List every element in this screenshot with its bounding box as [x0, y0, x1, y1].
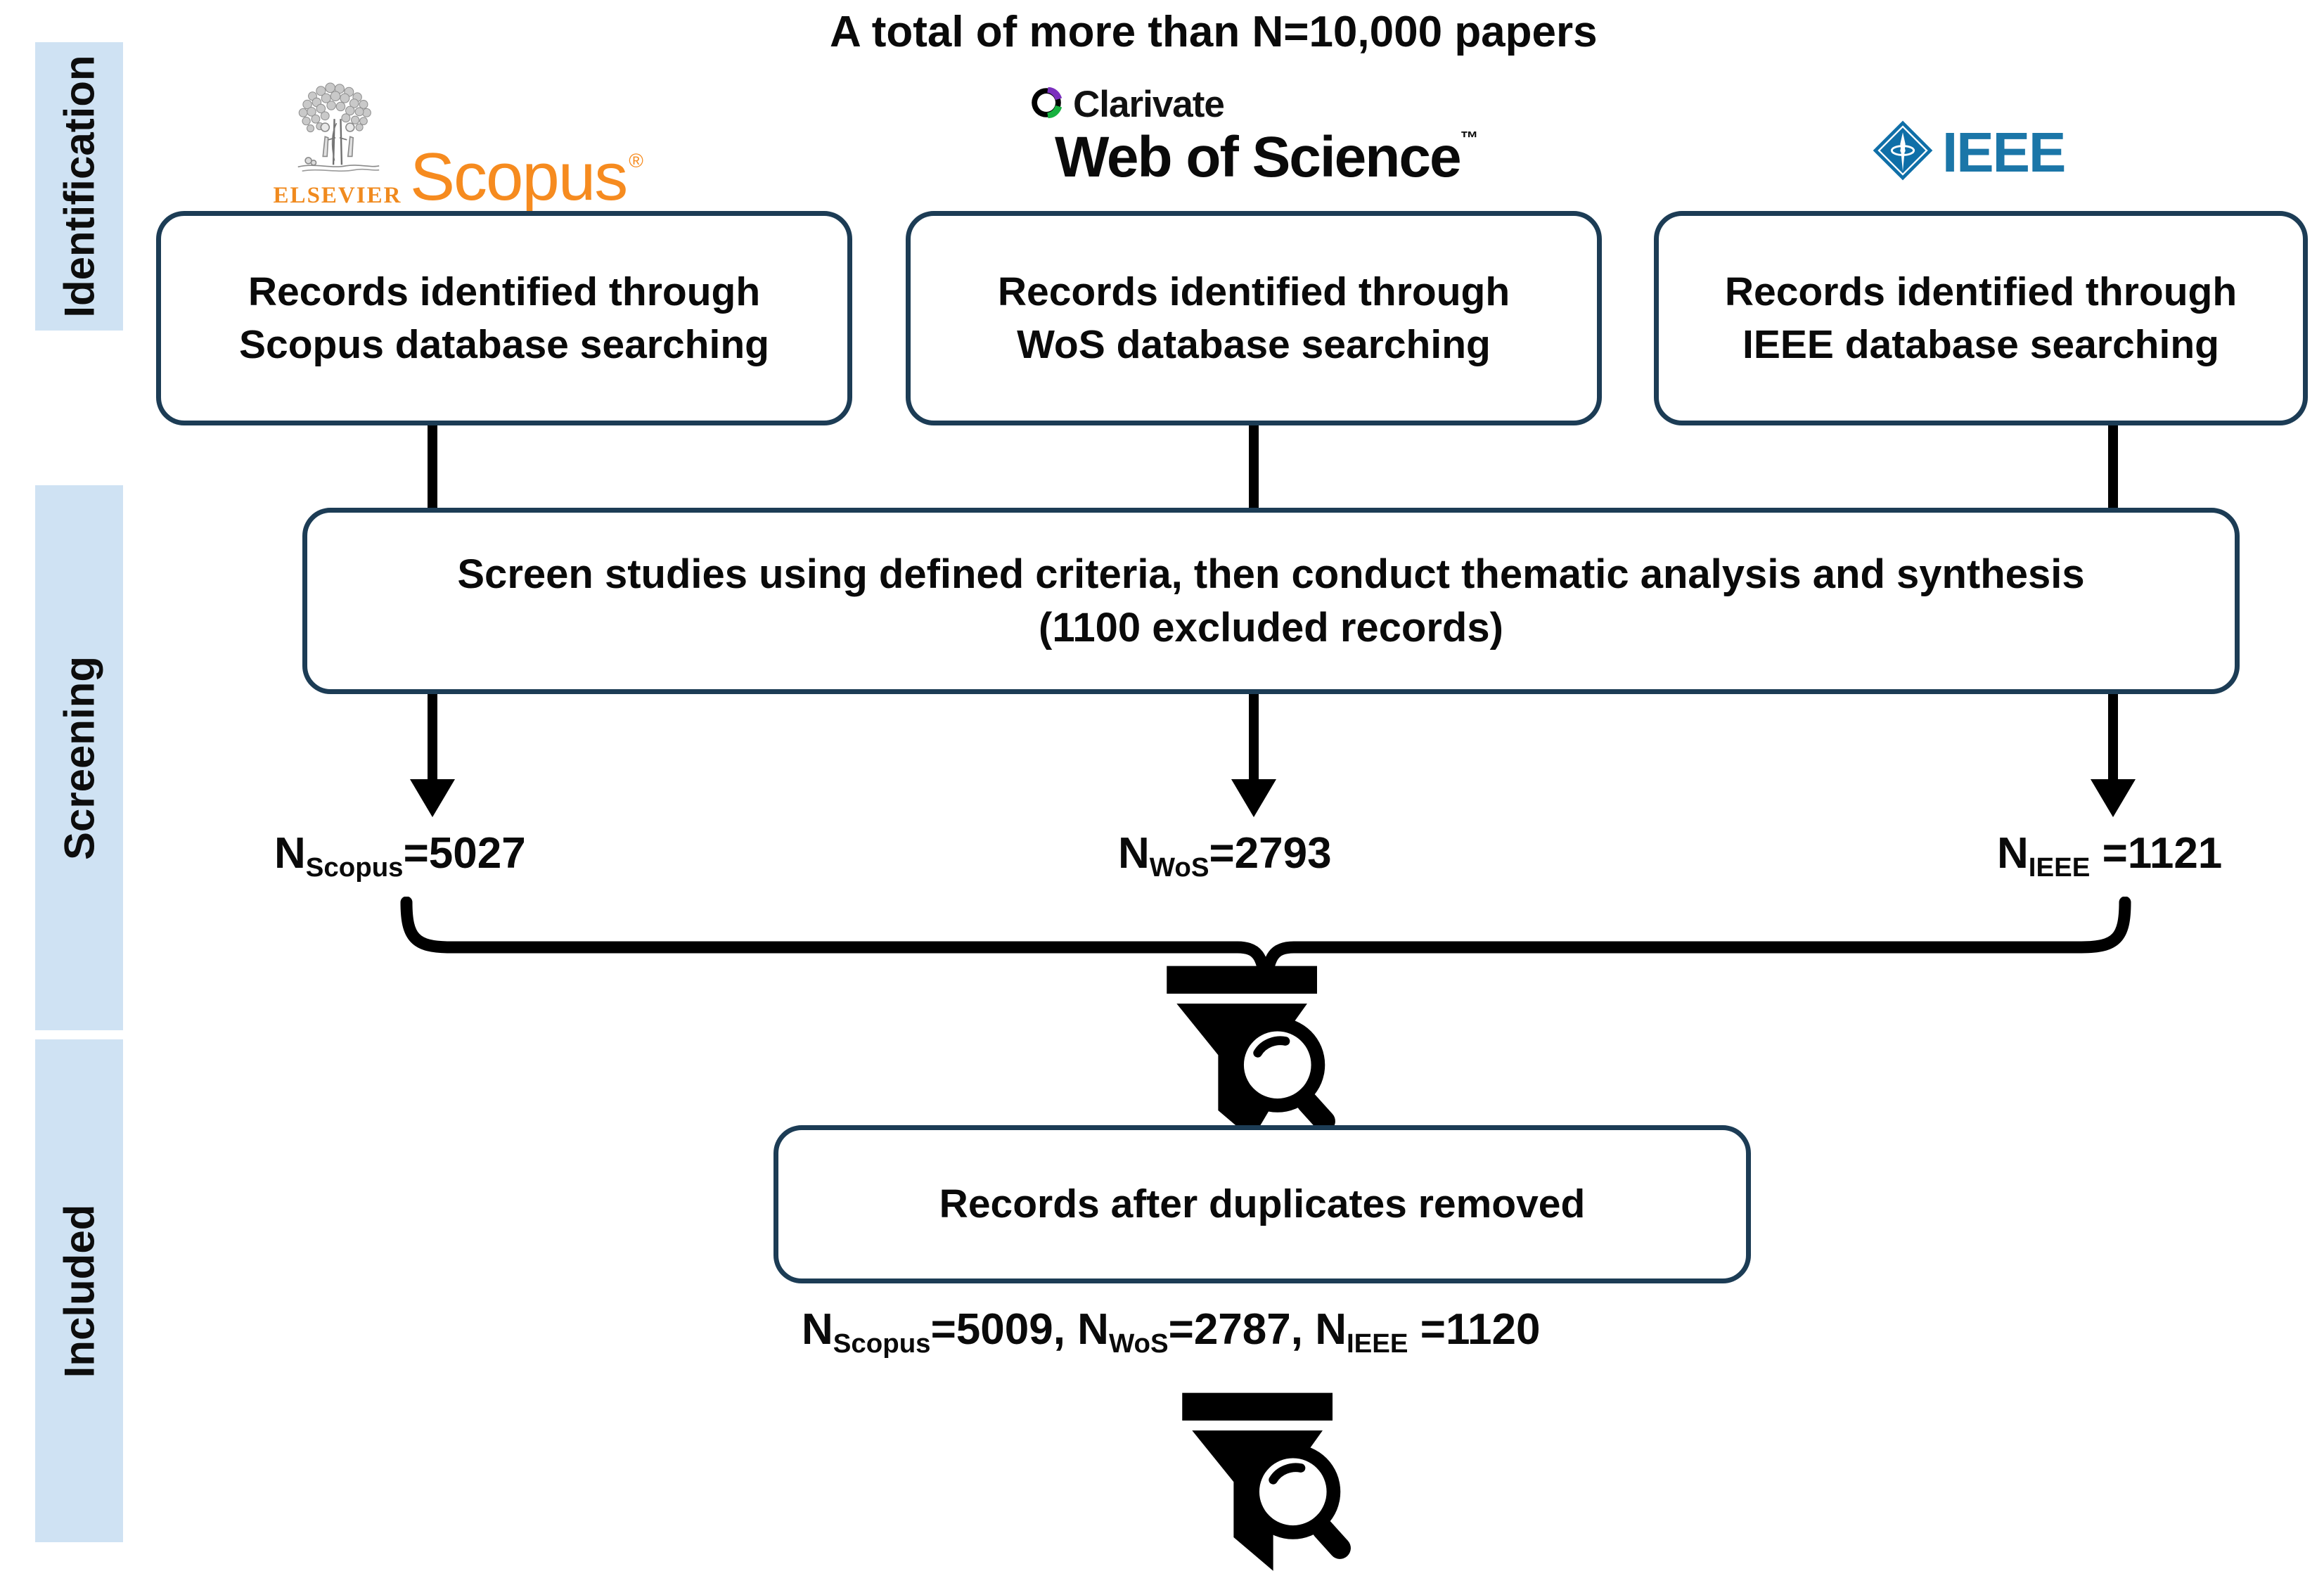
included-count-scopus-value: =5009, [930, 1305, 1065, 1354]
scopus-wordmark-text: Scopus [410, 139, 628, 214]
source-box-scopus-line2: Scopus database searching [239, 321, 769, 367]
stage-label-identification: Identification [56, 55, 103, 318]
elsevier-mark: ELSEVIER [274, 77, 400, 209]
web-of-science-logo: Clarivate Web of Science™ [1028, 83, 1479, 186]
funnel-search-icon [1152, 962, 1356, 1155]
ieee-logo: IEEE [1870, 118, 2066, 186]
count-label-scopus-value: =5027 [403, 829, 526, 878]
stage-bar-screening: Screening [35, 485, 123, 1030]
arrow-line-wos [1249, 694, 1259, 784]
count-label-wos-subscript: WoS [1149, 852, 1209, 883]
included-count-wos-value: =2787, [1168, 1305, 1303, 1354]
source-box-scopus[interactable]: Records identified through Scopus databa… [156, 211, 852, 425]
web-of-science-text: Web of Science [1055, 125, 1462, 189]
source-box-ieee-line1: Records identified through [1724, 269, 2238, 315]
count-label-ieee-prefix: N [1997, 829, 2029, 878]
count-label-wos-prefix: N [1118, 829, 1150, 878]
screening-box-line1: Screen studies using defined criteria, t… [457, 551, 2085, 598]
screening-box-line2: (1100 excluded records) [1039, 604, 1503, 650]
clarivate-wordmark: Clarivate [1073, 84, 1225, 125]
web-of-science-wordmark: Web of Science™ [1055, 127, 1479, 186]
stage-bar-included: Included [35, 1039, 123, 1542]
count-label-scopus-prefix: N [274, 829, 306, 878]
included-counts-line: NScopus=5009, NWoS=2787, NIEEE =1120 [802, 1305, 1541, 1359]
connector-ieee-to-screening [2108, 425, 2118, 510]
included-box[interactable]: Records after duplicates removed [773, 1125, 1751, 1283]
source-box-wos-line1: Records identified through [997, 269, 1510, 315]
source-box-wos[interactable]: Records identified through WoS database … [906, 211, 1602, 425]
elsevier-wordmark: ELSEVIER [273, 183, 402, 208]
count-label-scopus-subscript: Scopus [305, 852, 404, 883]
funnel-search-icon-bottom [1167, 1389, 1371, 1582]
included-count-scopus-subscript: Scopus [833, 1328, 931, 1359]
arrow-line-ieee [2108, 694, 2118, 784]
source-box-ieee-line2: IEEE database searching [1742, 321, 2219, 367]
clarivate-mark-icon [1028, 84, 1065, 124]
scopus-logo: ELSEVIER Scopus® [274, 77, 643, 210]
included-count-ieee-prefix: N [1315, 1305, 1347, 1354]
trademark-mark: ™ [1460, 127, 1479, 148]
count-label-wos-value: =2793 [1209, 829, 1332, 878]
source-box-wos-line2: WoS database searching [1017, 321, 1491, 367]
count-label-wos: NWoS=2793 [1118, 828, 1332, 883]
ieee-wordmark: IEEE [1942, 120, 2066, 184]
arrow-head-scopus [410, 779, 455, 817]
screening-box[interactable]: Screen studies using defined criteria, t… [302, 508, 2240, 694]
scopus-wordmark: Scopus® [410, 143, 643, 210]
included-count-wos-subscript: WoS [1108, 1328, 1169, 1359]
ieee-diamond-icon [1870, 118, 1935, 186]
arrow-line-scopus [428, 694, 437, 784]
source-box-scopus-line1: Records identified through [248, 269, 761, 315]
count-label-ieee-subscript: IEEE [2028, 852, 2091, 883]
included-count-wos-prefix: N [1077, 1305, 1109, 1354]
stage-label-included: Included [56, 1204, 103, 1378]
stage-bar-identification: Identification [35, 42, 123, 331]
connector-wos-to-screening [1249, 425, 1259, 510]
included-box-text: Records after duplicates removed [939, 1181, 1586, 1227]
count-label-ieee: NIEEE =1121 [1997, 828, 2223, 883]
arrow-head-ieee [2091, 779, 2136, 817]
count-label-scopus: NScopus=5027 [274, 828, 526, 883]
source-box-ieee[interactable]: Records identified through IEEE database… [1654, 211, 2308, 425]
stage-label-screening: Screening [56, 655, 103, 860]
included-count-ieee-value: =1120 [1408, 1305, 1541, 1354]
included-count-scopus-prefix: N [802, 1305, 833, 1354]
included-count-ieee-subscript: IEEE [1346, 1328, 1408, 1359]
page-title: A total of more than N=10,000 papers [830, 8, 1598, 56]
arrow-head-wos [1231, 779, 1276, 817]
registered-mark: ® [629, 149, 643, 172]
connector-scopus-to-screening [428, 425, 437, 510]
count-label-ieee-value: =1121 [2090, 829, 2223, 878]
